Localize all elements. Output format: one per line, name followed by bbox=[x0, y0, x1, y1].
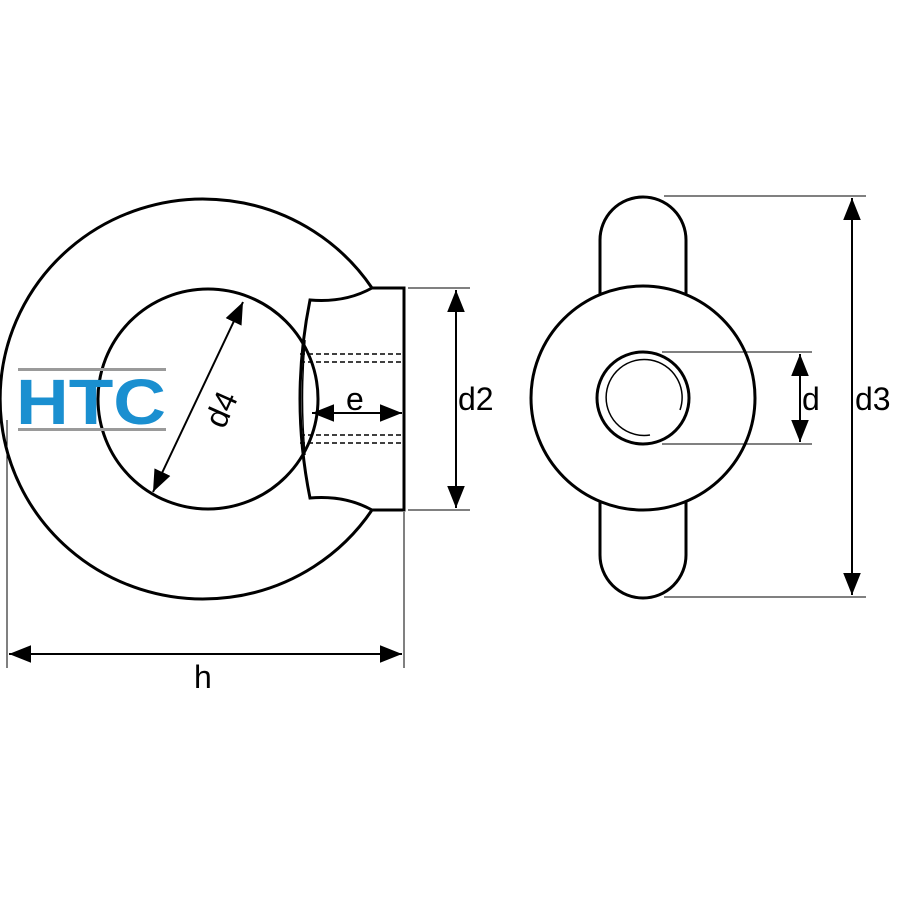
inner-hole-outline bbox=[96, 287, 320, 511]
d3-extension-lines bbox=[664, 195, 866, 598]
outer-ring-outline bbox=[0, 197, 374, 601]
d2-label: d2 bbox=[458, 381, 494, 417]
h-extension-lines bbox=[6, 420, 405, 668]
thread-hole-inner bbox=[605, 358, 683, 437]
htc-logo: HTC bbox=[16, 366, 166, 438]
thread-hole-outer bbox=[595, 350, 691, 446]
logo-stripe-bottom bbox=[18, 428, 166, 431]
front-view bbox=[529, 195, 757, 600]
d3-label: d3 bbox=[855, 381, 891, 417]
side-view bbox=[0, 197, 406, 601]
d4-label: d4 bbox=[198, 386, 245, 433]
logo-text: HTC bbox=[16, 366, 166, 438]
shank-outline bbox=[298, 286, 406, 512]
d-extension-lines bbox=[662, 351, 812, 445]
e-label: e bbox=[346, 381, 364, 417]
h-label: h bbox=[194, 659, 212, 695]
d-label: d bbox=[802, 381, 820, 417]
thread-hidden-lines bbox=[300, 353, 404, 444]
top-lug-outline bbox=[598, 195, 688, 298]
d2-extension-lines bbox=[408, 287, 470, 511]
bottom-lug-outline bbox=[598, 500, 688, 600]
body-circle bbox=[529, 284, 757, 512]
d4-dimension-line bbox=[152, 301, 244, 493]
thread-curve bbox=[301, 339, 306, 456]
logo-stripe-top bbox=[18, 368, 166, 371]
